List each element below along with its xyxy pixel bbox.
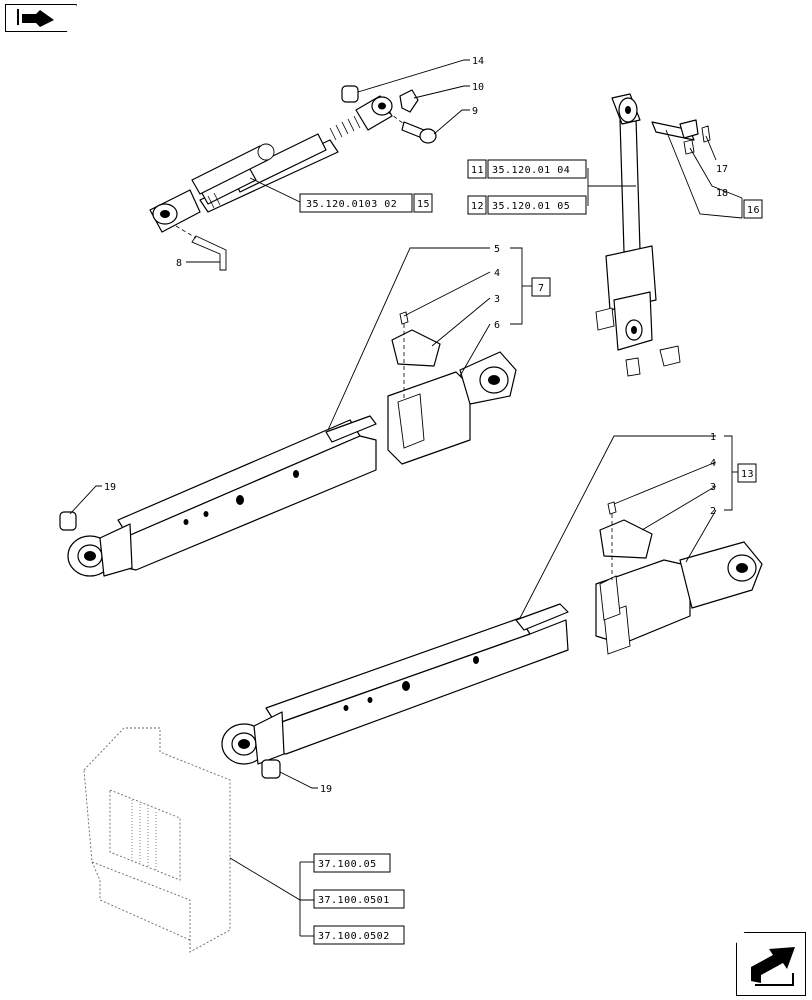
ref-top-link-tag: 15 xyxy=(417,199,430,210)
callout-19-upper: 19 xyxy=(104,482,116,493)
callout-6: 6 xyxy=(494,320,500,331)
tag-11: 11 xyxy=(471,165,484,176)
ref-top-link: 35.120.0103 02 xyxy=(306,199,397,210)
forward-arrow-icon xyxy=(751,947,795,986)
callout-numbers: 14 10 9 8 5 4 3 6 19 17 18 1 4 3 2 19 xyxy=(104,56,728,795)
hook-end-right xyxy=(595,501,763,655)
ref-bracket-2: 37.100.0501 xyxy=(318,895,390,906)
tag-13: 13 xyxy=(741,469,754,480)
tag-12: 12 xyxy=(471,201,484,212)
lower-link-arm-right xyxy=(221,603,569,779)
callout-8: 8 xyxy=(176,258,182,269)
callout-17: 17 xyxy=(716,164,728,175)
callout-3-upper: 3 xyxy=(494,294,500,305)
callout-4-lower: 4 xyxy=(710,458,716,469)
callout-2: 2 xyxy=(710,506,716,517)
tag-7: 7 xyxy=(538,283,545,294)
callout-10: 10 xyxy=(472,82,484,93)
drawbar-bracket xyxy=(83,727,231,953)
back-arrow-icon xyxy=(17,9,54,27)
ref-12: 35.120.01 05 xyxy=(492,201,570,212)
callout-5: 5 xyxy=(494,244,500,255)
ref-bracket-1: 37.100.05 xyxy=(318,859,377,870)
top-link-assembly xyxy=(149,85,437,271)
forward-arrow-button[interactable] xyxy=(736,932,806,996)
callout-3-lower: 3 xyxy=(710,482,716,493)
callout-4-upper: 4 xyxy=(494,268,500,279)
ref-11: 35.120.01 04 xyxy=(492,165,570,176)
leader-lines xyxy=(69,59,743,937)
callout-19-lower: 19 xyxy=(320,784,332,795)
hook-end-left xyxy=(387,311,517,465)
callout-9: 9 xyxy=(472,106,478,117)
callout-18: 18 xyxy=(716,188,728,199)
tag-16: 16 xyxy=(747,205,760,216)
callout-14: 14 xyxy=(472,56,484,67)
ref-bracket-3: 37.100.0502 xyxy=(318,931,390,942)
lift-rod-assembly xyxy=(595,93,711,377)
reference-boxes[interactable]: 35.120.0103 02 15 11 35.120.01 04 12 35.… xyxy=(299,159,763,945)
back-arrow-button[interactable] xyxy=(5,4,77,32)
callout-1: 1 xyxy=(710,432,716,443)
lower-link-arm-left xyxy=(59,415,377,577)
